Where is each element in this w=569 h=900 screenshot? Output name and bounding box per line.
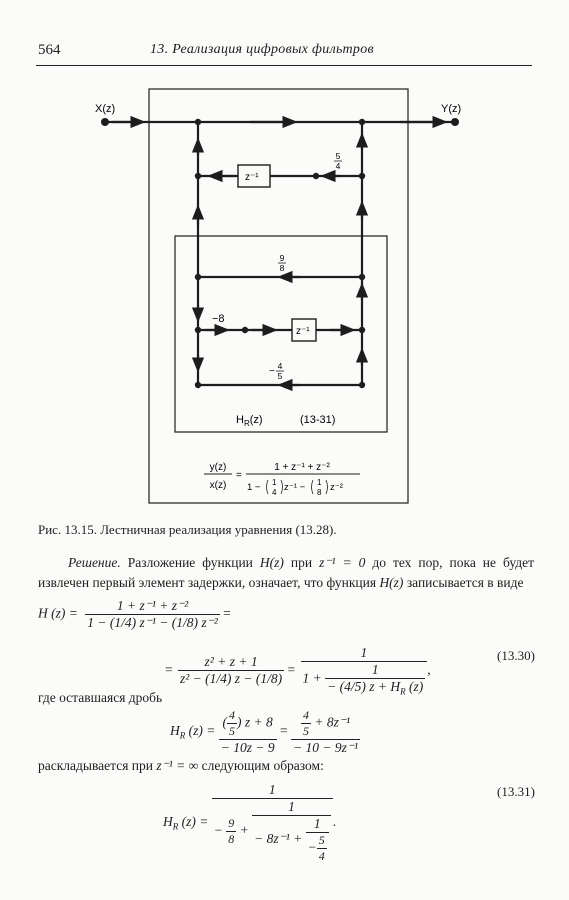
coef-top-num: 5	[336, 151, 341, 161]
header-rule	[36, 65, 532, 66]
running-title: 13. Реализация цифровых фильтров	[150, 42, 374, 57]
ladder-diagram: X(z) Y(z) z⁻¹ z⁻¹ 5 4 9 8 −8 − 4 5 HR(z)…	[95, 88, 461, 504]
tf-rhs-den-b: z⁻¹ −	[284, 482, 306, 493]
coef-top-den: 4	[336, 161, 341, 171]
output-label: Y(z)	[441, 103, 461, 115]
where-text: где оставшаяся дробь	[38, 690, 163, 705]
output-node	[451, 118, 459, 126]
expand-text: раскладывается при z⁻¹ = ∞ следующим обр…	[38, 758, 324, 773]
coef-upper-den: 8	[280, 263, 285, 273]
page-number: 564	[38, 42, 61, 58]
coef-middle: −8	[212, 313, 225, 325]
svg-text:4: 4	[272, 488, 277, 497]
svg-text:1: 1	[317, 478, 322, 487]
tf-lhs-num: y(z)	[210, 462, 227, 473]
svg-text:8: 8	[317, 488, 322, 497]
input-node	[101, 118, 109, 126]
inner-label: HR(z)	[236, 414, 263, 428]
delay-box-inner	[291, 318, 317, 342]
coef-lower-sign: −	[269, 366, 275, 377]
figure-caption: Рис. 13.15. Лестничная реализация уравне…	[38, 522, 337, 537]
svg-text:=: =	[236, 470, 242, 481]
tf-rhs-num: 1 + z⁻¹ + z⁻²	[274, 462, 330, 473]
solution-lead: Решение.	[68, 555, 121, 570]
inner-box	[174, 235, 388, 433]
outer-box	[148, 88, 409, 504]
tf-rhs-den-c: z⁻²	[330, 482, 343, 493]
coef-lower-den: 5	[278, 371, 283, 381]
inner-ref: (13-31)	[300, 414, 335, 426]
delay-box-top	[237, 164, 271, 188]
coef-lower-num: 4	[278, 361, 283, 371]
equation-number-13-31: (13.31)	[497, 784, 535, 799]
svg-text:1: 1	[272, 478, 277, 487]
tf-rhs-den-a: 1 −	[247, 482, 261, 493]
delay-label-inner: z⁻¹	[296, 326, 310, 337]
coef-upper-num: 9	[280, 253, 285, 263]
delay-label-top: z⁻¹	[245, 172, 259, 183]
solution-paragraph: Решение. Разложение функции H(z) при z⁻¹…	[38, 555, 535, 590]
tf-lhs-den: x(z)	[210, 480, 227, 491]
input-label: X(z)	[95, 103, 115, 115]
equation-number-13-30: (13.30)	[497, 648, 535, 663]
